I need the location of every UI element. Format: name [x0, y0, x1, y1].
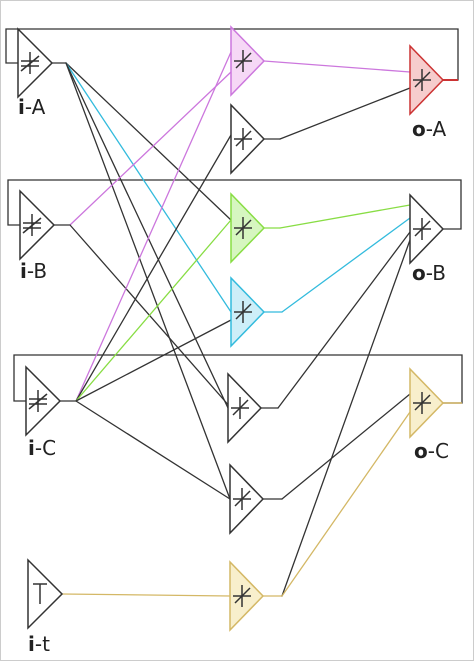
hidden-node-5	[227, 372, 263, 444]
hidden-node-3	[230, 192, 266, 264]
connection-wire-19	[279, 204, 411, 229]
output-label-b: o-B	[412, 261, 446, 285]
output-label-a: o-A	[412, 117, 447, 141]
connection-wire-1	[65, 62, 232, 221]
connection-wire-2	[65, 62, 232, 313]
input-node-a-triangle	[17, 27, 54, 99]
connection-wire-7	[69, 224, 232, 409]
input-node-b-symbol-icon	[22, 214, 42, 236]
output-label-c: o-C	[414, 439, 449, 463]
hidden-node-5-symbol-icon	[231, 397, 249, 419]
connection-wire-13	[75, 400, 231, 500]
hidden-node-2-symbol-icon	[234, 128, 252, 150]
hidden-node-1-symbol-icon	[234, 50, 252, 72]
input-node-c-triangle	[25, 365, 62, 437]
input-node-t-triangle	[27, 558, 64, 630]
input-node-t	[27, 558, 64, 630]
output-node-c-symbol-icon	[413, 392, 431, 414]
input-label-t: i-t	[28, 632, 50, 656]
connection-wire-21	[281, 217, 411, 313]
output-node-b-symbol-icon	[413, 218, 431, 240]
input-node-a-symbol-icon	[20, 52, 40, 74]
connection-wire-14	[61, 593, 231, 597]
hidden-node-4-symbol-icon	[234, 301, 252, 323]
input-label-a: i-A	[18, 95, 46, 119]
feedback-loops	[5, 28, 463, 404]
output-node-a-symbol-icon	[413, 69, 431, 91]
feedback-loop-b	[7, 179, 462, 230]
connection-wire-28	[281, 411, 411, 597]
connection-wire-3	[65, 62, 229, 409]
connection-wires	[53, 51, 411, 597]
hidden-node-7	[229, 560, 265, 632]
connection-wire-11	[75, 219, 232, 402]
connection-wire-23	[277, 231, 411, 409]
input-node-b	[19, 189, 56, 261]
hidden-node-3-symbol-icon	[234, 217, 252, 239]
input-node-a	[17, 27, 54, 99]
connection-wire-12	[75, 319, 232, 402]
input-node-b-triangle	[19, 189, 56, 261]
output-node-a	[409, 44, 445, 116]
connection-wire-17	[279, 87, 411, 140]
input-label-c: i-C	[28, 436, 56, 460]
connection-wire-27	[281, 239, 411, 597]
hidden-node-1	[230, 25, 266, 97]
hidden-node-2	[230, 103, 266, 175]
input-label-b: i-B	[20, 259, 47, 283]
hidden-node-4	[230, 276, 266, 348]
hidden-node-7-symbol-icon	[233, 585, 251, 607]
neuron-nodes	[17, 25, 445, 632]
hidden-node-6-symbol-icon	[233, 488, 251, 510]
connection-wire-25	[281, 393, 411, 500]
input-node-c	[25, 365, 62, 437]
input-node-c-symbol-icon	[28, 390, 48, 412]
connection-wire-4	[65, 62, 231, 500]
output-node-c	[409, 367, 445, 439]
input-node-t-symbol-icon	[33, 583, 47, 604]
connection-wire-9	[75, 51, 232, 402]
hidden-node-6	[229, 463, 265, 535]
output-node-b	[409, 193, 445, 265]
connection-wire-6	[69, 71, 232, 226]
connection-wire-15	[263, 60, 411, 73]
connection-wire-10	[75, 134, 232, 402]
